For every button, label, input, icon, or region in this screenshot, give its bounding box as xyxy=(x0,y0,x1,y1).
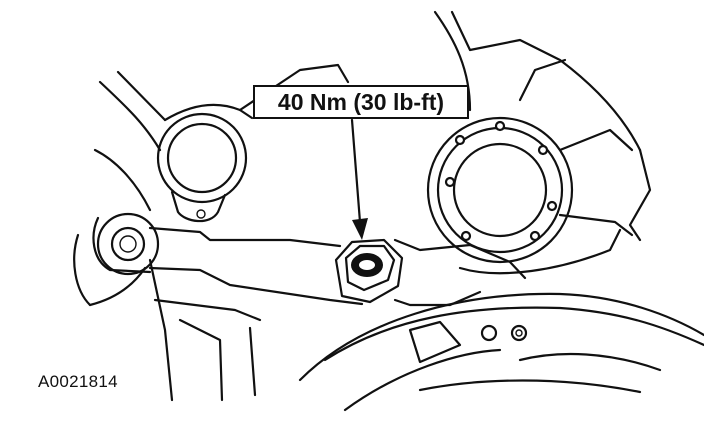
torque-spec-label: 40 Nm (30 lb-ft) xyxy=(277,89,445,115)
callout-arrow xyxy=(350,118,368,240)
mounting-ring xyxy=(156,112,248,223)
hex-nut xyxy=(334,238,404,304)
torque-callout-box: 40 Nm (30 lb-ft) xyxy=(253,85,469,119)
bushing xyxy=(92,212,160,276)
figure-id: A0021814 xyxy=(38,372,118,391)
hub-assembly xyxy=(426,10,652,275)
brake-drum xyxy=(298,292,704,412)
